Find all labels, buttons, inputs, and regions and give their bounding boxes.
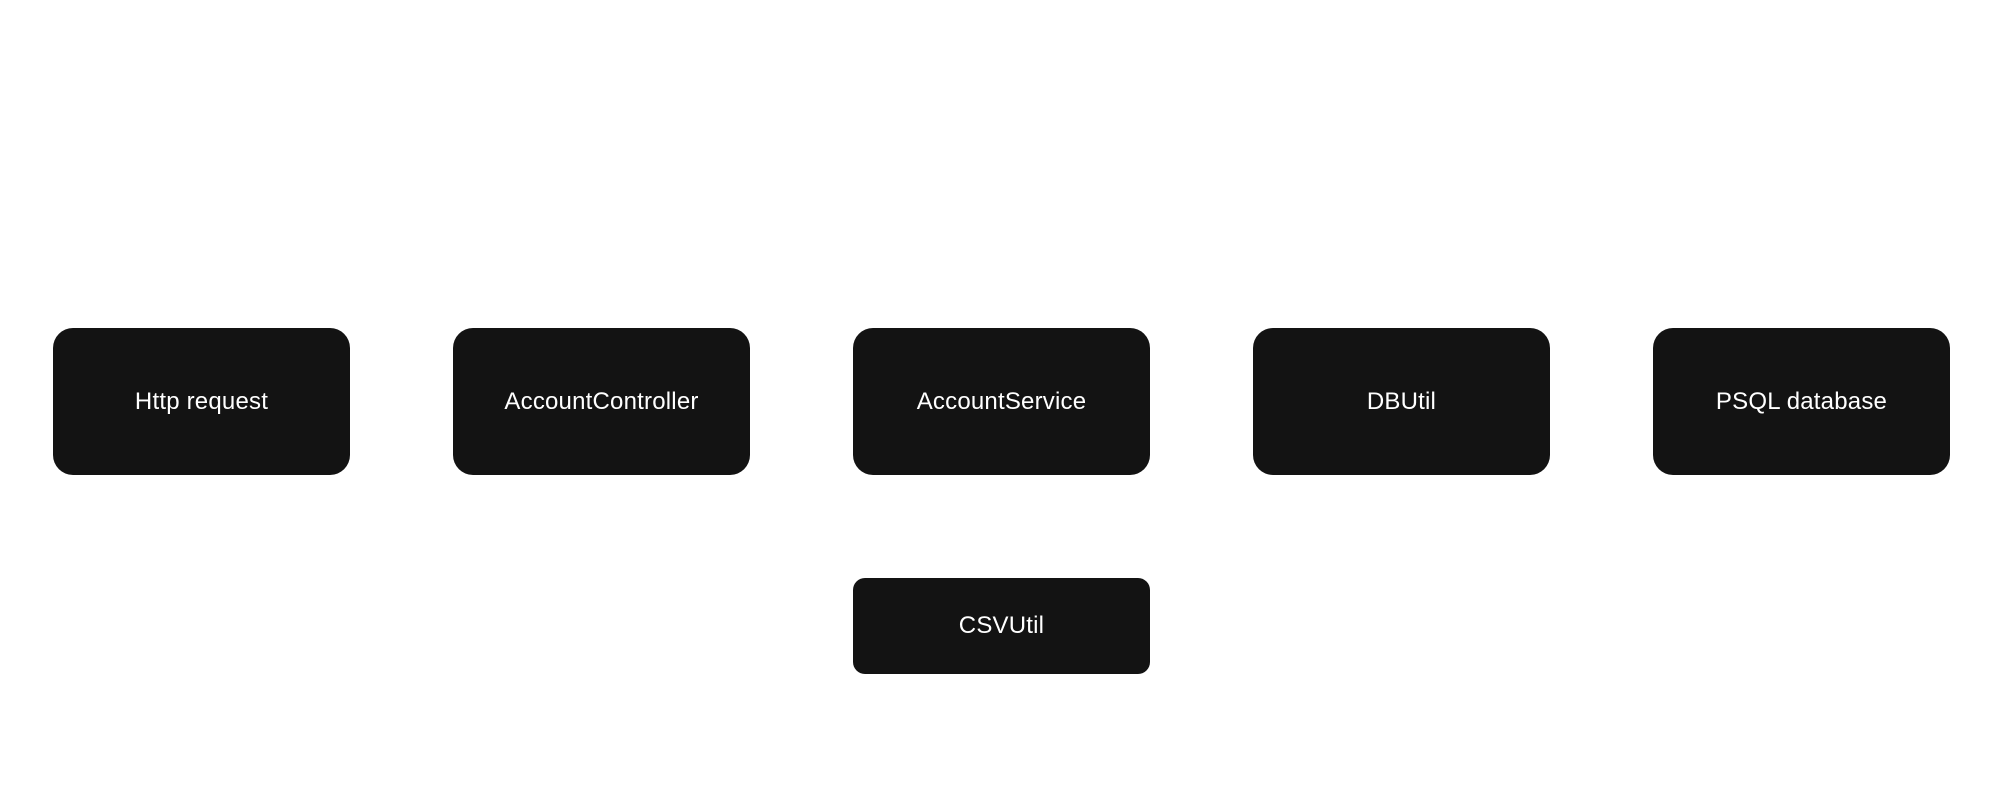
node-http-request: Http request <box>53 328 350 475</box>
node-label: AccountService <box>916 387 1087 415</box>
node-csv-util: CSVUtil <box>853 578 1150 674</box>
node-account-service: AccountService <box>853 328 1150 475</box>
node-db-util: DBUtil <box>1253 328 1550 475</box>
node-account-controller: AccountController <box>453 328 750 475</box>
node-label: CSVUtil <box>958 612 1045 639</box>
node-label: DBUtil <box>1366 387 1437 415</box>
node-label: AccountController <box>504 387 699 415</box>
node-label: PSQL database <box>1715 387 1888 415</box>
node-label: Http request <box>134 387 269 415</box>
node-psql-database: PSQL database <box>1653 328 1950 475</box>
